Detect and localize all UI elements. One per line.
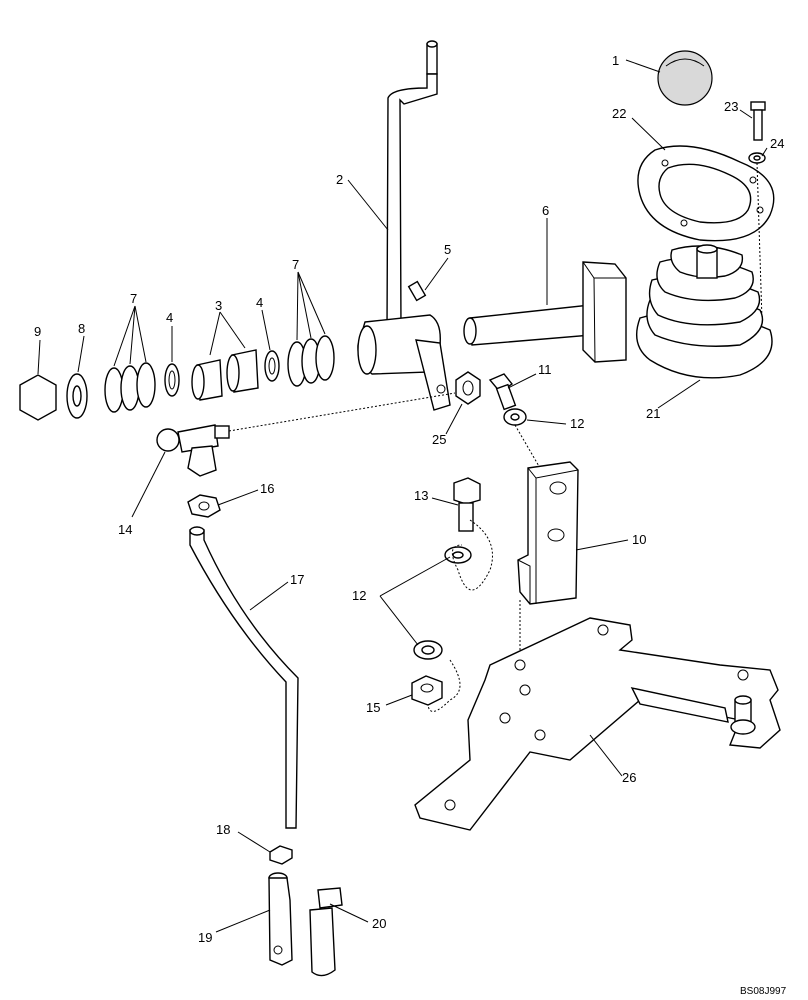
callout-9: 9 xyxy=(34,324,41,339)
washer-8 xyxy=(66,373,88,419)
ring-4-right xyxy=(264,350,280,382)
nut-15 xyxy=(411,675,443,706)
callout-6: 6 xyxy=(542,203,549,218)
rubber-boot xyxy=(636,244,773,379)
boot-plate xyxy=(637,145,775,242)
callout-17: 17 xyxy=(290,572,304,587)
callout-12-upper: 12 xyxy=(570,416,584,431)
rod-17 xyxy=(189,526,299,829)
washer-12-upper xyxy=(503,408,527,426)
knob-ball xyxy=(657,50,713,106)
ball-joint-14 xyxy=(156,424,230,477)
nut-9 xyxy=(19,374,57,421)
washer-12-lower xyxy=(413,640,443,660)
washers-7-left xyxy=(104,362,156,413)
callout-21: 21 xyxy=(646,406,660,421)
callout-10: 10 xyxy=(632,532,646,547)
callout-3: 3 xyxy=(215,298,222,313)
callout-2: 2 xyxy=(336,172,343,187)
leader-lines xyxy=(37,59,768,933)
nut-18 xyxy=(269,845,293,865)
callout-1: 1 xyxy=(612,53,619,68)
callout-15: 15 xyxy=(366,700,380,715)
nut-25 xyxy=(455,371,481,405)
callout-25: 25 xyxy=(432,432,446,447)
callout-labels: 1 2 3 4 4 5 6 7 7 8 9 10 11 12 12 13 14 … xyxy=(34,53,787,997)
callout-18: 18 xyxy=(216,822,230,837)
callout-13: 13 xyxy=(414,488,428,503)
callout-7-right: 7 xyxy=(292,257,299,272)
callout-19: 19 xyxy=(198,930,212,945)
callout-11: 11 xyxy=(538,362,552,377)
bracket-10 xyxy=(517,461,579,605)
washers-7-right xyxy=(287,335,335,387)
washer-12-mid xyxy=(444,546,472,564)
clip-20 xyxy=(309,887,343,977)
callout-23: 23 xyxy=(724,99,738,114)
bolt-11 xyxy=(488,373,517,411)
mounting-plate-26 xyxy=(414,617,781,831)
drawing-code: BS08J997 xyxy=(740,986,787,997)
shift-lever xyxy=(386,40,438,331)
callout-4-right: 4 xyxy=(256,295,263,310)
callout-7-left: 7 xyxy=(130,291,137,306)
callout-14: 14 xyxy=(118,522,132,537)
bolt-13 xyxy=(453,477,481,532)
callout-20: 20 xyxy=(372,916,386,931)
clevis-19 xyxy=(268,872,293,966)
nut-16 xyxy=(187,494,221,518)
callout-24: 24 xyxy=(770,136,784,151)
grease-fitting xyxy=(407,280,427,302)
washer-24 xyxy=(748,152,766,164)
callout-26: 26 xyxy=(622,770,636,785)
bushings-3 xyxy=(191,349,259,401)
pivot-housing xyxy=(357,314,451,411)
callout-16: 16 xyxy=(260,481,274,496)
ring-4-left xyxy=(164,363,180,397)
callout-5: 5 xyxy=(444,242,451,257)
callout-4-left: 4 xyxy=(166,310,173,325)
shaft-6 xyxy=(463,261,627,363)
callout-8: 8 xyxy=(78,321,85,336)
screw-23 xyxy=(750,101,766,141)
callout-22: 22 xyxy=(612,106,626,121)
callout-12-lower: 12 xyxy=(352,588,366,603)
